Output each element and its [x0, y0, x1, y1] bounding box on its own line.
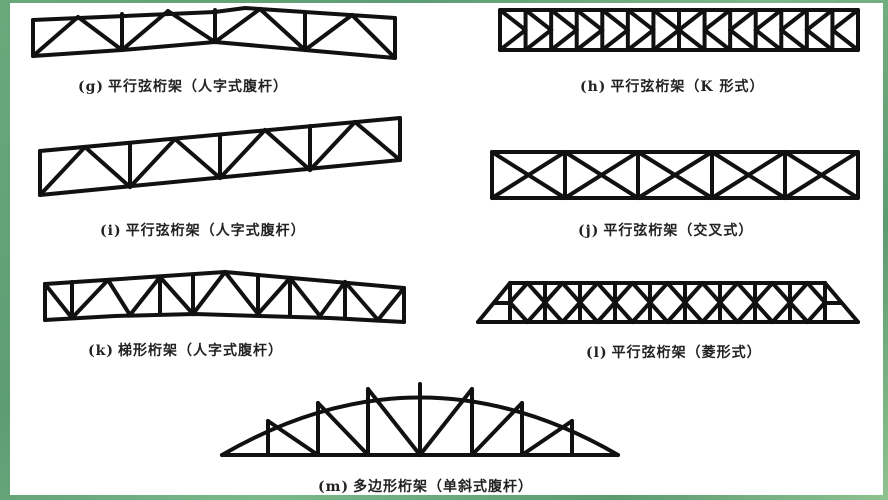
- caption-tag: (j): [578, 223, 600, 239]
- truss-l: [476, 281, 860, 324]
- caption-m: (m)多边形桁架（单斜式腹杆）: [318, 476, 533, 496]
- truss-i: [38, 116, 402, 197]
- caption-text: 平行弦桁架（K 形式）: [610, 79, 765, 95]
- caption-h: (h)平行弦桁架（K 形式）: [580, 76, 764, 96]
- caption-tag: (k): [88, 343, 114, 359]
- caption-tag: (h): [580, 79, 607, 95]
- caption-text: 平行弦桁架（人字式腹杆）: [125, 223, 306, 239]
- caption-l: (l)平行弦桁架（菱形式）: [586, 342, 762, 362]
- caption-tag: (i): [100, 223, 122, 239]
- caption-text: 平行弦桁架（菱形式）: [611, 345, 762, 361]
- truss-k: [43, 270, 406, 324]
- caption-k: (k)梯形桁架（人字式腹杆）: [88, 340, 283, 360]
- truss-h: [498, 8, 860, 52]
- caption-text: 平行弦桁架（人字式腹杆）: [108, 79, 289, 95]
- truss-m: [220, 382, 620, 457]
- caption-g: (g)平行弦桁架（人字式腹杆）: [78, 76, 288, 96]
- white-panel: [10, 3, 883, 495]
- caption-j: (j)平行弦桁架（交叉式）: [578, 220, 753, 240]
- caption-text: 梯形桁架（人字式腹杆）: [117, 343, 283, 359]
- caption-i: (i)平行弦桁架（人字式腹杆）: [100, 220, 306, 240]
- truss-j: [490, 150, 860, 200]
- truss-g: [31, 6, 397, 60]
- caption-tag: (l): [586, 345, 608, 361]
- caption-tag: (m): [318, 479, 350, 495]
- caption-text: 多边形桁架（单斜式腹杆）: [353, 479, 534, 495]
- caption-tag: (g): [78, 79, 105, 95]
- caption-text: 平行弦桁架（交叉式）: [603, 223, 754, 239]
